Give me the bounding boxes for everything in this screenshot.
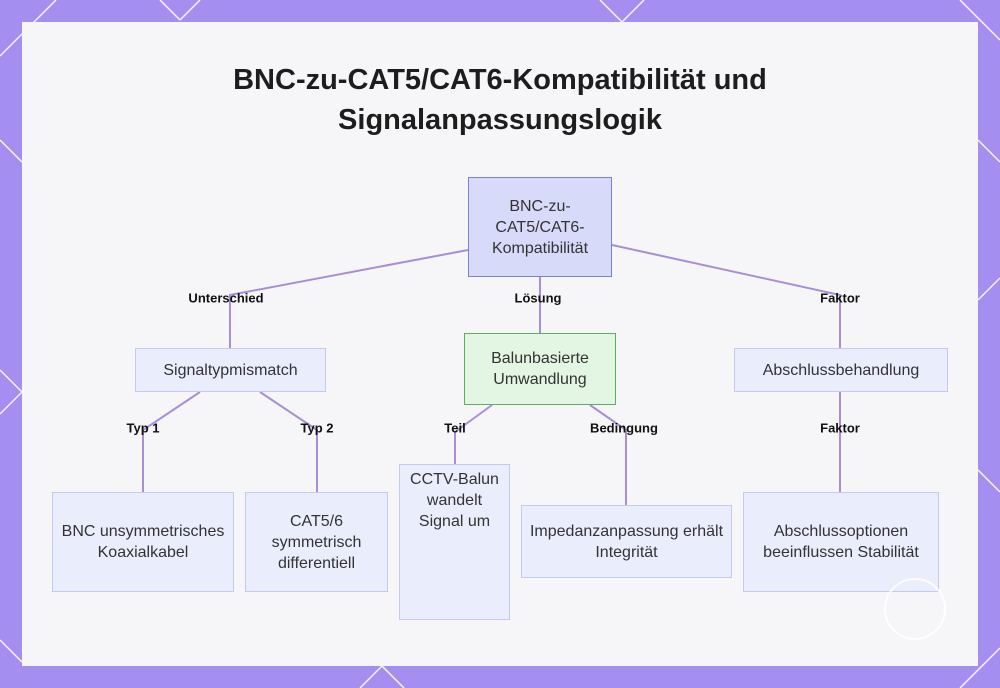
node-signaltypmismatch-label: Signaltypmismatch: [163, 361, 298, 379]
node-cat-symmetrisch-label: CAT5/6 symmetrisch differentiell: [271, 512, 362, 572]
edge-label-bedingung: Bedingung: [590, 420, 658, 436]
node-cat-symmetrisch: CAT5/6 symmetrisch differentiell: [245, 492, 388, 592]
title-line-1: BNC-zu-CAT5/CAT6-Kompatibilität und: [233, 64, 767, 96]
node-impedanzanpassung-label: Impedanzanpassung erhält Integrität: [529, 522, 724, 561]
edge-label-typ-2: Typ 2: [300, 420, 334, 436]
edge-signaltyp-cat: [259, 391, 318, 492]
node-abschlussbehandlung-label: Abschlussbehandlung: [762, 361, 920, 379]
edge-label-unterschied: Unterschied: [188, 290, 264, 306]
node-root-label: BNC-zu-CAT5/CAT6-Kompatibilität: [491, 197, 589, 257]
edge-root-abschluss: [611, 244, 841, 348]
title-line-2: Signalanpassungslogik: [338, 104, 662, 136]
node-abschlussbehandlung: Abschlussbehandlung: [734, 348, 948, 392]
node-bnc-koaxialkabel: BNC unsymmetrisches Koaxialkabel: [52, 492, 234, 592]
node-balunbasierte-umwandlung-label: Balunbasierte Umwandlung: [491, 350, 589, 388]
node-bnc-koaxialkabel-label: BNC unsymmetrisches Koaxialkabel: [61, 523, 225, 561]
diagram-title: BNC-zu-CAT5/CAT6-Kompatibilität und Sign…: [0, 60, 1000, 140]
node-abschlussoptionen: Abschlussoptionen beeinflussen Stabilitä…: [743, 492, 939, 592]
edge-balun-cctv: [454, 404, 493, 464]
edge-balun-impedanz: [589, 404, 627, 505]
edge-label-faktor-1: Faktor: [820, 290, 860, 306]
node-abschlussoptionen-label: Abschlussoptionen beeinflussen Stabilitä…: [763, 523, 919, 561]
edge-signaltyp-bnc: [142, 391, 201, 492]
node-cctv-balun-label: CCTV-Balun wandelt Signal um: [410, 471, 499, 530]
node-signaltypmismatch: Signaltypmismatch: [135, 348, 326, 392]
node-root: BNC-zu-CAT5/CAT6-Kompatibilität: [468, 177, 612, 277]
node-impedanzanpassung: Impedanzanpassung erhält Integrität: [521, 505, 732, 578]
edge-label-teil: Teil: [444, 420, 466, 436]
edge-label-loesung: Lösung: [514, 290, 562, 306]
edge-root-signaltyp: [229, 249, 469, 348]
node-balunbasierte-umwandlung: Balunbasierte Umwandlung: [464, 333, 616, 405]
edge-label-typ-1: Typ 1: [126, 420, 160, 436]
node-cctv-balun: CCTV-Balun wandelt Signal um: [399, 464, 510, 620]
edge-label-faktor-2: Faktor: [820, 420, 860, 436]
watermark-logo: [884, 578, 946, 640]
